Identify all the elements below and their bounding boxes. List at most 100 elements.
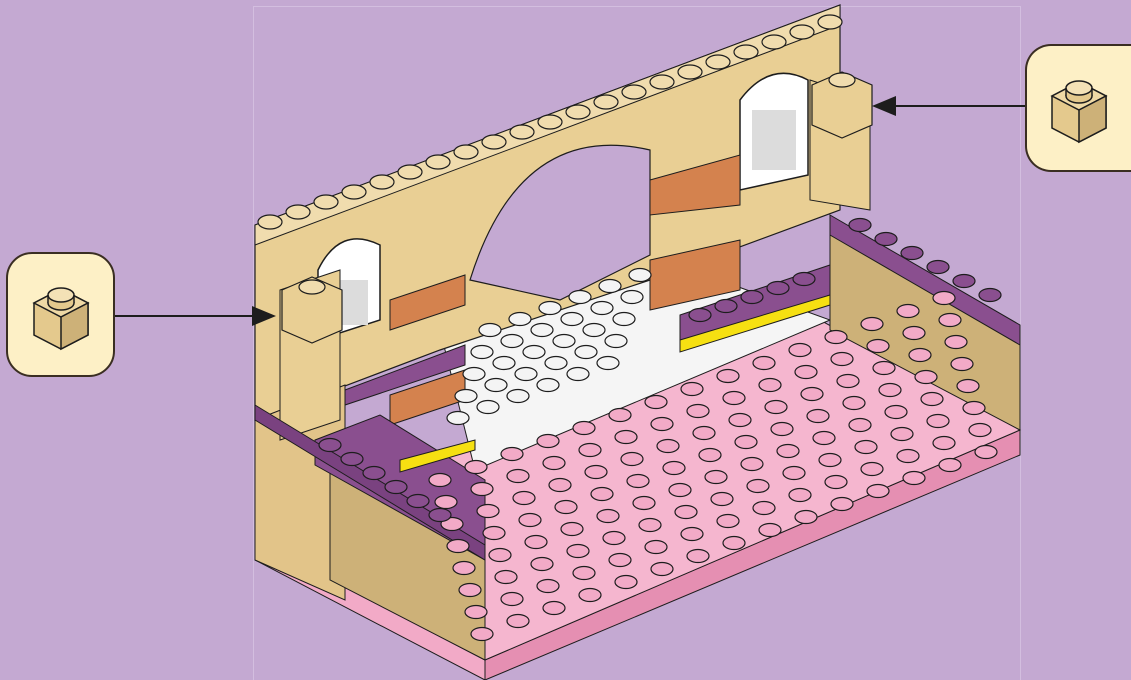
purple-stud: [927, 261, 949, 274]
white-stud: [605, 335, 627, 348]
pink-stud: [933, 437, 955, 450]
pink-stud: [489, 549, 511, 562]
pink-stud: [843, 397, 865, 410]
pink-stud: [675, 506, 697, 519]
pink-stud: [777, 445, 799, 458]
pink-stud: [867, 485, 889, 498]
purple-stud: [715, 300, 737, 313]
pink-stud: [879, 384, 901, 397]
white-stud: [471, 346, 493, 359]
pink-stud: [795, 511, 817, 524]
pink-stud: [759, 524, 781, 537]
purple-stud: [429, 509, 451, 522]
purple-stud: [741, 291, 763, 304]
pink-stud: [429, 474, 451, 487]
pink-stud: [483, 527, 505, 540]
pink-stud: [633, 497, 655, 510]
pink-stud: [861, 318, 883, 331]
purple-stud: [767, 282, 789, 295]
pink-stud: [681, 528, 703, 541]
pink-stud: [453, 562, 475, 575]
pink-stud: [609, 409, 631, 422]
pink-stud: [573, 422, 595, 435]
pink-stud: [903, 472, 925, 485]
purple-stud: [341, 453, 363, 466]
pink-stud: [753, 502, 775, 515]
pink-stud: [759, 379, 781, 392]
pink-stud: [897, 305, 919, 318]
pink-stud: [447, 540, 469, 553]
pink-stud: [705, 471, 727, 484]
pink-stud: [513, 492, 535, 505]
pink-stud: [945, 336, 967, 349]
pink-stud: [951, 358, 973, 371]
pink-stud: [957, 380, 979, 393]
pink-stud: [687, 550, 709, 563]
pink-stud: [663, 462, 685, 475]
pink-stud: [567, 545, 589, 558]
white-stud: [463, 368, 485, 381]
purple-stud: [407, 495, 429, 508]
pink-stud: [747, 480, 769, 493]
pink-stud: [459, 584, 481, 597]
white-stud: [561, 313, 583, 326]
pink-stud: [975, 446, 997, 459]
white-stud: [567, 368, 589, 381]
pink-stud: [555, 501, 577, 514]
white-stud: [531, 324, 553, 337]
pink-stud: [615, 576, 637, 589]
pink-stud: [783, 467, 805, 480]
white-stud: [597, 357, 619, 370]
pink-stud: [855, 441, 877, 454]
pink-stud: [693, 427, 715, 440]
pink-stud: [789, 489, 811, 502]
white-stud: [509, 313, 531, 326]
pink-stud: [909, 349, 931, 362]
white-stud: [493, 357, 515, 370]
purple-stud: [875, 233, 897, 246]
pink-stud: [651, 563, 673, 576]
white-stud: [485, 379, 507, 392]
pink-stud: [609, 554, 631, 567]
pink-stud: [621, 453, 643, 466]
pink-stud: [717, 370, 739, 383]
pink-stud: [687, 405, 709, 418]
pink-stud: [543, 602, 565, 615]
purple-stud: [319, 439, 341, 452]
pink-stud: [435, 496, 457, 509]
pink-stud: [771, 423, 793, 436]
pink-stud: [735, 436, 757, 449]
white-stud: [515, 368, 537, 381]
pink-stud: [627, 475, 649, 488]
pink-stud: [933, 292, 955, 305]
white-stud: [583, 324, 605, 337]
pink-stud: [585, 466, 607, 479]
pink-stud: [795, 366, 817, 379]
white-stud: [629, 269, 651, 282]
pink-stud: [501, 448, 523, 461]
white-stud: [613, 313, 635, 326]
new-brick-left: [282, 277, 342, 343]
pink-stud: [579, 444, 601, 457]
white-stud: [507, 390, 529, 403]
white-stud: [455, 390, 477, 403]
pink-stud: [921, 393, 943, 406]
pink-stud: [471, 483, 493, 496]
white-stud: [569, 291, 591, 304]
purple-stud: [793, 273, 815, 286]
white-stud: [621, 291, 643, 304]
pink-stud: [543, 457, 565, 470]
pink-stud: [867, 340, 889, 353]
pink-stud: [615, 431, 637, 444]
pink-stud: [885, 406, 907, 419]
pink-stud: [639, 519, 661, 532]
pink-stud: [591, 488, 613, 501]
pink-stud: [813, 432, 835, 445]
white-stud: [599, 280, 621, 293]
pink-stud: [699, 449, 721, 462]
pink-stud: [561, 523, 583, 536]
white-stud: [539, 302, 561, 315]
white-stud: [545, 357, 567, 370]
white-stud: [537, 379, 559, 392]
pink-stud: [681, 383, 703, 396]
